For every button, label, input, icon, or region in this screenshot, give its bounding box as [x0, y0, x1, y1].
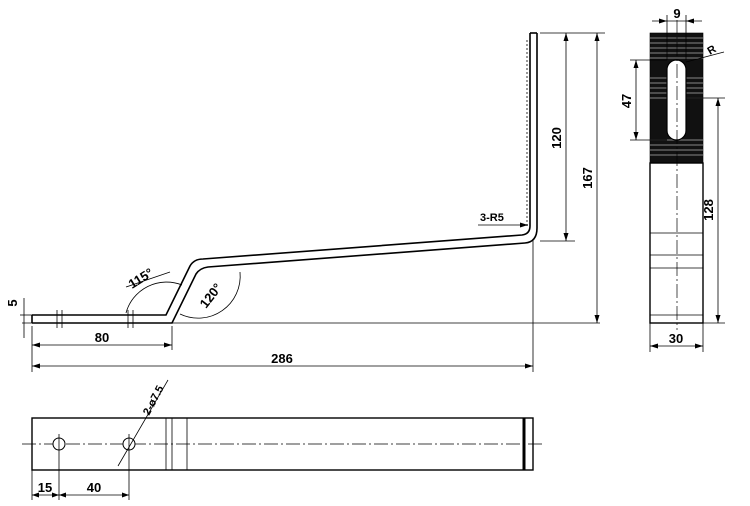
dim-128-label: 128 — [701, 199, 716, 221]
angle-120-label: 120° — [197, 280, 225, 310]
dim-15-label: 15 — [38, 480, 52, 495]
radius-note-label: 3-R5 — [480, 212, 504, 224]
side-slot — [666, 59, 687, 141]
radius-label: R — [706, 43, 719, 57]
bracket-profile-outer — [32, 33, 531, 316]
side-lower-block — [649, 162, 704, 324]
hole-note-label: 2-ø7.5 — [141, 384, 167, 418]
side-view: 9 R 47 128 30 — [619, 6, 725, 352]
angle-115-arc — [125, 281, 183, 314]
dim-thickness-label: 5 — [5, 299, 20, 306]
dim-286-label: 286 — [271, 351, 293, 366]
radius-note-arrow — [520, 222, 528, 228]
radius-leader — [685, 51, 725, 63]
dim-167-label: 167 — [580, 167, 595, 189]
dim-80-label: 80 — [95, 330, 109, 345]
top-view: 2-ø7.5 15 40 — [22, 379, 545, 500]
hole-note-leader — [117, 379, 169, 467]
dim-30-label: 30 — [669, 331, 683, 346]
dim-9-arrows — [659, 18, 694, 24]
angle-115-label: 115° — [126, 265, 156, 292]
front-view: 5 80 286 120 167 115° 120° 3-R — [5, 32, 605, 372]
dim-40-label: 40 — [87, 480, 101, 495]
bracket-profile-inner — [32, 33, 538, 324]
angle-115-leader — [125, 271, 171, 288]
dim-47-label: 47 — [619, 94, 634, 108]
dim-120-label: 120 — [549, 127, 564, 149]
dim-47-arrows — [633, 60, 639, 140]
angle-120-arc — [179, 271, 241, 319]
dim-9-label: 9 — [673, 6, 680, 21]
